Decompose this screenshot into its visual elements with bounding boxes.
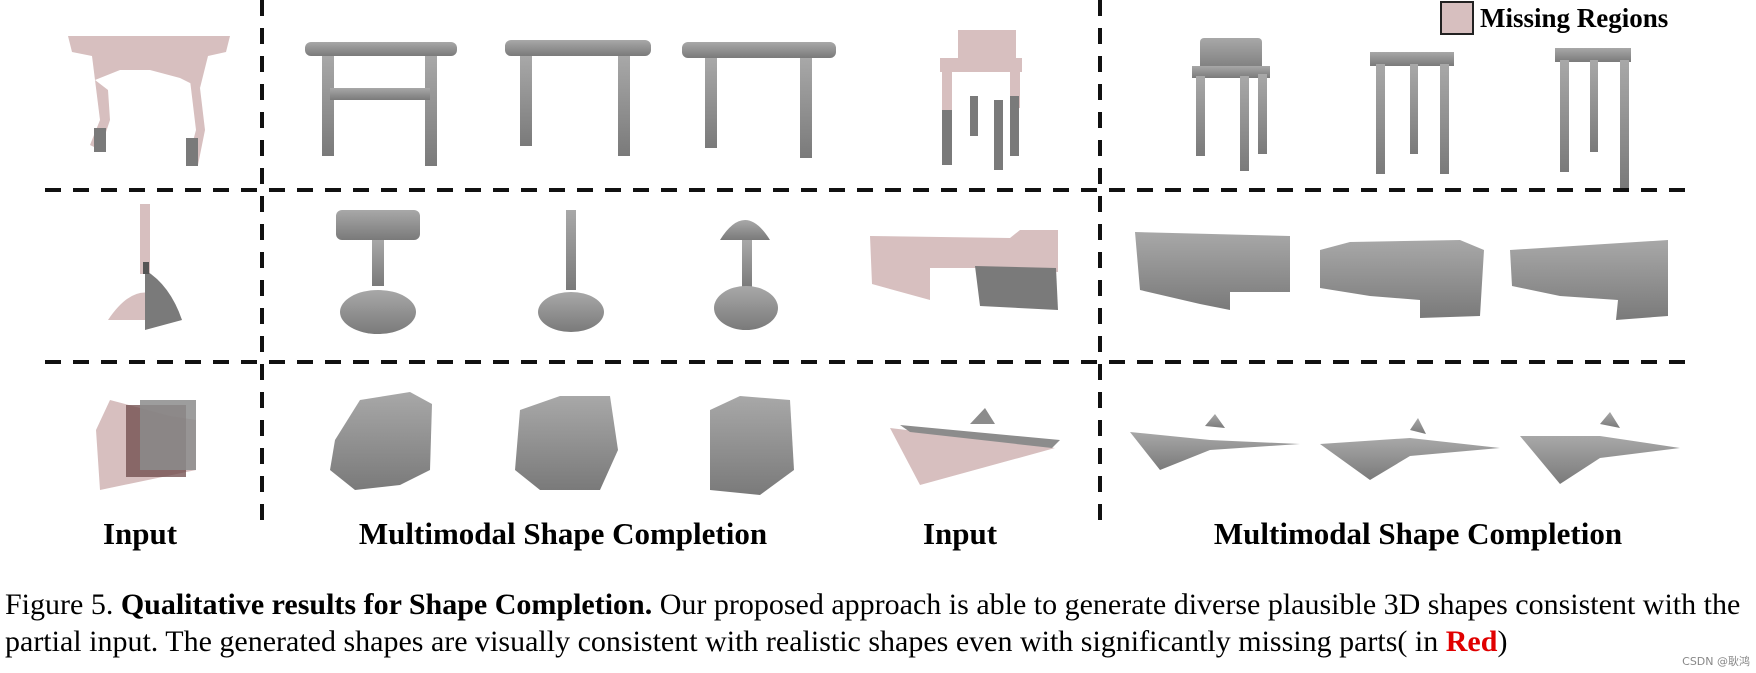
row1-table-completions	[305, 40, 836, 166]
caption-red-word: Red	[1445, 625, 1498, 658]
row3-input-airplane	[890, 408, 1060, 485]
label-input-left: Input	[102, 516, 178, 551]
caption-bold-title: Qualitative results for Shape Completion…	[120, 588, 653, 621]
caption-figure-label: Figure 5.	[5, 588, 114, 621]
label-completion-left: Multimodal Shape Completion	[358, 516, 768, 551]
row1-input-table	[68, 36, 230, 166]
row1-stool-completions	[1192, 38, 1631, 188]
row2-lamp-completions	[336, 210, 778, 334]
caption-text: Our proposed approach is able to generat…	[5, 588, 1741, 658]
row3-input-car	[96, 400, 196, 490]
row3-airplane-completions	[1130, 412, 1680, 484]
watermark: CSDN @耿鸿	[1682, 655, 1750, 668]
row2-sofa-completions	[1135, 232, 1668, 320]
row2-input-lamp	[108, 204, 182, 330]
missing-regions-swatch	[1440, 1, 1474, 35]
shape-grid	[45, 0, 1690, 530]
caption-closing: )	[1497, 625, 1508, 658]
row2-input-sofa	[870, 230, 1058, 310]
figure-caption: Figure 5. Qualitative results for Shape …	[5, 586, 1753, 660]
grid-dividers	[45, 0, 1690, 530]
label-completion-right: Multimodal Shape Completion	[1213, 516, 1623, 551]
row3-car-completions	[330, 392, 794, 495]
row1-input-stool	[940, 30, 1022, 170]
label-input-right: Input	[922, 516, 998, 551]
legend: Missing Regions	[1440, 0, 1668, 36]
figure-panel: Missing Regions Input Multimodal Shape C…	[45, 0, 1690, 551]
legend-label: Missing Regions	[1480, 2, 1669, 33]
